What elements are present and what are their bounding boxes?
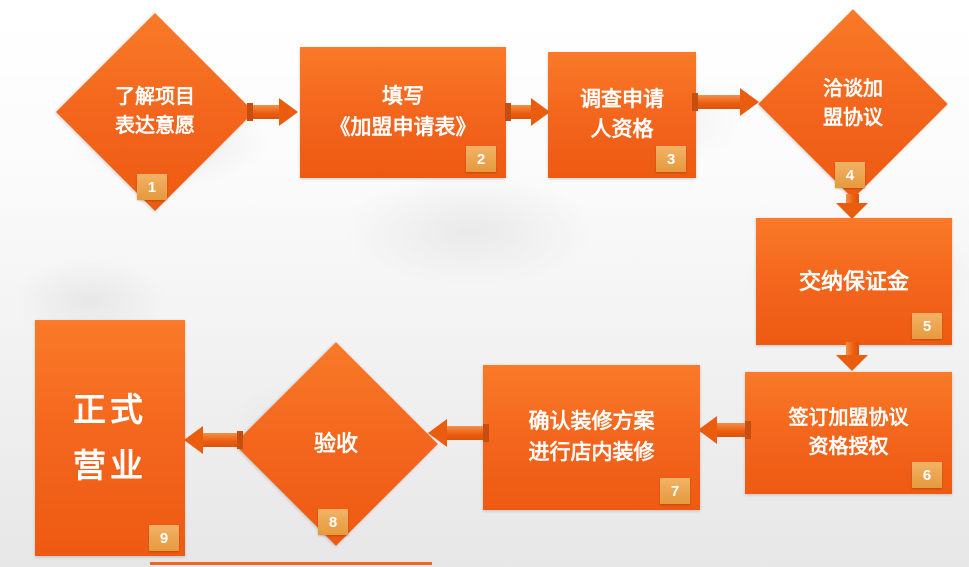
arrow-ring bbox=[483, 424, 489, 442]
arrow-left-6-7 bbox=[698, 416, 751, 444]
arrow-ring bbox=[237, 431, 243, 449]
arrow-head bbox=[184, 426, 203, 454]
flow-step-pay-deposit: 交纳保证金 5 bbox=[756, 218, 952, 345]
step-number-badge: 6 bbox=[912, 462, 942, 488]
step-label: 了解项目 表达意愿 bbox=[115, 86, 195, 137]
flow-step-acceptance-inspection: 验收 8 bbox=[234, 340, 438, 547]
arrow-ring bbox=[692, 93, 698, 111]
arrow-head bbox=[698, 416, 717, 444]
step-label: 洽谈加 盟协议 bbox=[823, 78, 883, 129]
arrow-shaft bbox=[253, 105, 279, 119]
step-number-badge: 5 bbox=[912, 313, 942, 339]
step-number-badge: 8 bbox=[318, 509, 348, 535]
step-label: 验收 bbox=[313, 430, 358, 456]
arrow-right-3-4 bbox=[692, 88, 759, 116]
step-label: 签订加盟协议 资格授权 bbox=[788, 407, 909, 458]
step-number-badge: 4 bbox=[835, 162, 865, 188]
arrow-ring bbox=[505, 103, 511, 121]
arrow-down-4-5 bbox=[836, 194, 868, 219]
arrow-shaft bbox=[203, 433, 237, 447]
arrow-head bbox=[279, 98, 298, 126]
flow-step-check-applicant-qualification: 调查申请 人资格 3 bbox=[548, 52, 696, 178]
arrow-shaft bbox=[447, 426, 483, 440]
step-number-badge: 9 bbox=[149, 525, 179, 551]
step-label: 交纳保证金 bbox=[798, 268, 909, 294]
arrow-down-5-6 bbox=[836, 342, 868, 371]
arrow-right-2-3 bbox=[505, 98, 550, 126]
arrow-shaft bbox=[698, 95, 740, 109]
step-label: 正式 营业 bbox=[73, 390, 147, 484]
flow-step-negotiate-franchise-agreement: 洽谈加 盟协议 4 bbox=[758, 8, 948, 200]
flow-step-official-opening: 正式 营业 9 bbox=[35, 320, 185, 556]
step-number-badge: 1 bbox=[137, 174, 167, 200]
arrow-shaft bbox=[511, 105, 531, 119]
arrow-head bbox=[836, 203, 868, 219]
arrow-right-1-2 bbox=[247, 98, 298, 126]
step-label: 调查申请 人资格 bbox=[580, 87, 664, 141]
flow-step-confirm-renovation-plan: 确认装修方案 进行店内装修 7 bbox=[483, 365, 700, 510]
arrow-shaft bbox=[845, 194, 859, 203]
bottom-accent-line bbox=[150, 562, 432, 565]
flow-step-understand-project: 了解项目 表达意愿 1 bbox=[56, 12, 254, 212]
flow-step-fill-application-form: 填写 《加盟申请表》 2 bbox=[300, 47, 506, 178]
step-number-badge: 3 bbox=[656, 146, 686, 172]
step-label: 确认装修方案 进行店内装修 bbox=[528, 410, 655, 464]
flow-step-sign-agreement-authorization: 签订加盟协议 资格授权 6 bbox=[745, 372, 952, 494]
arrow-shaft bbox=[845, 342, 859, 355]
arrow-left-8-9 bbox=[184, 426, 243, 454]
arrow-ring bbox=[247, 103, 253, 121]
arrow-head bbox=[740, 88, 759, 116]
arrow-ring bbox=[745, 421, 751, 439]
arrow-shaft bbox=[717, 423, 745, 437]
arrow-head bbox=[836, 355, 868, 371]
arrow-head bbox=[531, 98, 550, 126]
step-number-badge: 7 bbox=[660, 478, 690, 504]
step-number-badge: 2 bbox=[466, 146, 496, 172]
step-label: 填写 《加盟申请表》 bbox=[329, 85, 477, 139]
